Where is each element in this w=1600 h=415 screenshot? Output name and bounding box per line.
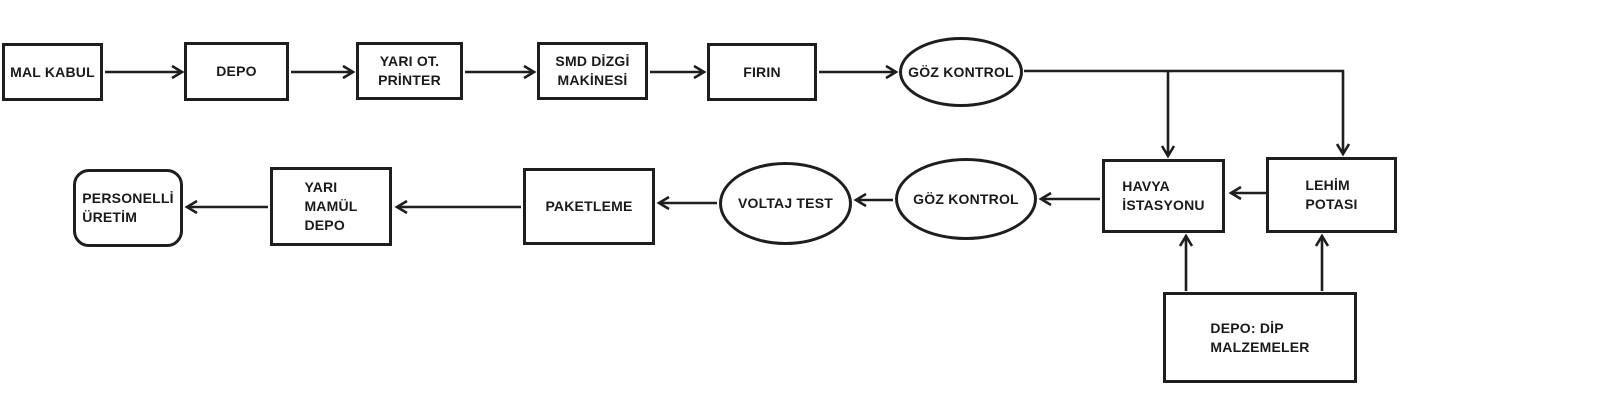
node-label: VOLTAJ TEST [737,195,834,211]
node-goz-kontrol-alt: GÖZ KONTROL [895,158,1037,240]
node-label: MAL KABUL [10,63,95,80]
node-label: GÖZ KONTROL [908,63,1014,80]
node-label: FIRIN [743,63,781,80]
node-paketleme: PAKETLEME [523,168,655,245]
node-voltaj-test: VOLTAJ TEST [719,162,852,245]
node-firin: FIRIN [707,43,817,101]
node-depo: DEPO [184,42,289,101]
node-label: DEPO [216,63,257,79]
node-label: GÖZ KONTROL [913,190,1019,207]
node-mal-kabul: MAL KABUL [2,43,103,101]
node-label: SMD DİZGİ MAKİNESİ [555,53,630,88]
node-label: PAKETLEME [545,198,633,214]
node-label: HAVYA İSTASYONU [1122,178,1205,213]
node-label: LEHİM POTASI [1305,177,1358,212]
node-label: PERSONELLİ ÜRETİM [82,190,174,225]
edge-goz-kontrol-ust-to-lehim [1024,69,1351,157]
node-label: YARI OT. PRİNTER [378,53,441,88]
node-label: DEPO: DİP MALZEMELER [1210,319,1310,355]
node-smd-dizgi-makinesi: SMD DİZGİ MAKİNESİ [537,42,648,100]
node-yari-mamul-depo: YARI MAMÜL DEPO [270,167,392,246]
node-personelli-uretim: PERSONELLİ ÜRETİM [73,169,183,247]
node-havya-istasyonu: HAVYA İSTASYONU [1102,159,1225,233]
node-lehim-potasi: LEHİM POTASI [1266,157,1397,233]
node-goz-kontrol-ust: GÖZ KONTROL [899,37,1023,107]
node-label: YARI MAMÜL DEPO [304,179,358,233]
node-depo-dip-malzemeler: DEPO: DİP MALZEMELER [1163,292,1357,383]
node-yari-ot-printer: YARI OT. PRİNTER [356,42,463,100]
